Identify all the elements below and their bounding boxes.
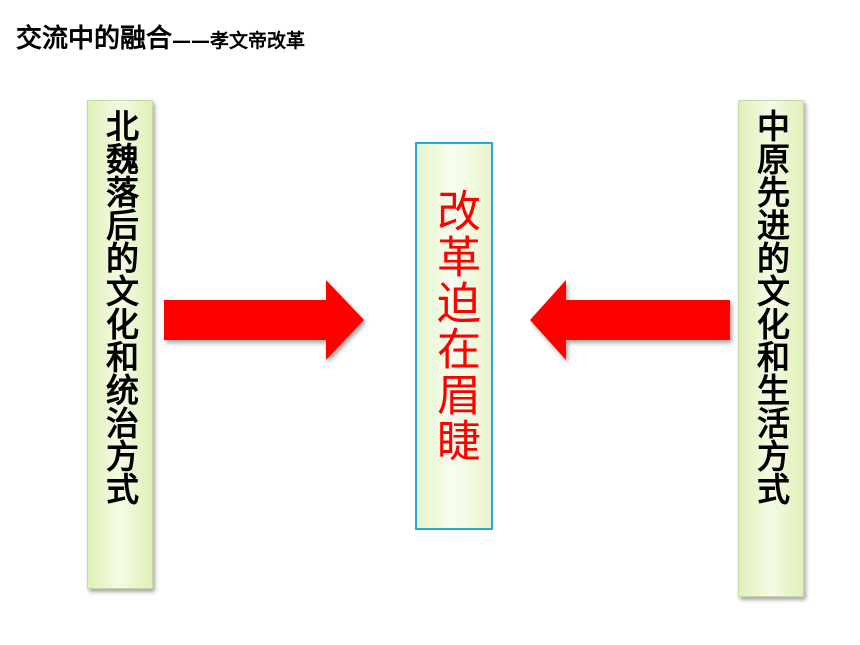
slide-title: 交流中的融合——孝文帝改革 — [16, 18, 305, 55]
right-arrow-shape — [164, 280, 364, 360]
right-text-box: 中原先进的文化和生活方式 — [738, 100, 804, 597]
title-sub: ——孝文帝改革 — [172, 30, 306, 52]
title-main: 交流中的融合 — [16, 24, 173, 54]
center-box-text: 改革迫在眉睫 — [429, 188, 480, 464]
left-arrow-shape — [530, 280, 730, 360]
left-text-box: 北魏落后的文化和统治方式 — [87, 100, 153, 589]
right-pointing-arrow — [164, 280, 364, 360]
left-box-text: 北魏落后的文化和统治方式 — [100, 109, 140, 505]
center-text-box: 改革迫在眉睫 — [415, 142, 493, 530]
right-box-text: 中原先进的文化和生活方式 — [751, 109, 791, 505]
left-pointing-arrow — [530, 280, 730, 360]
